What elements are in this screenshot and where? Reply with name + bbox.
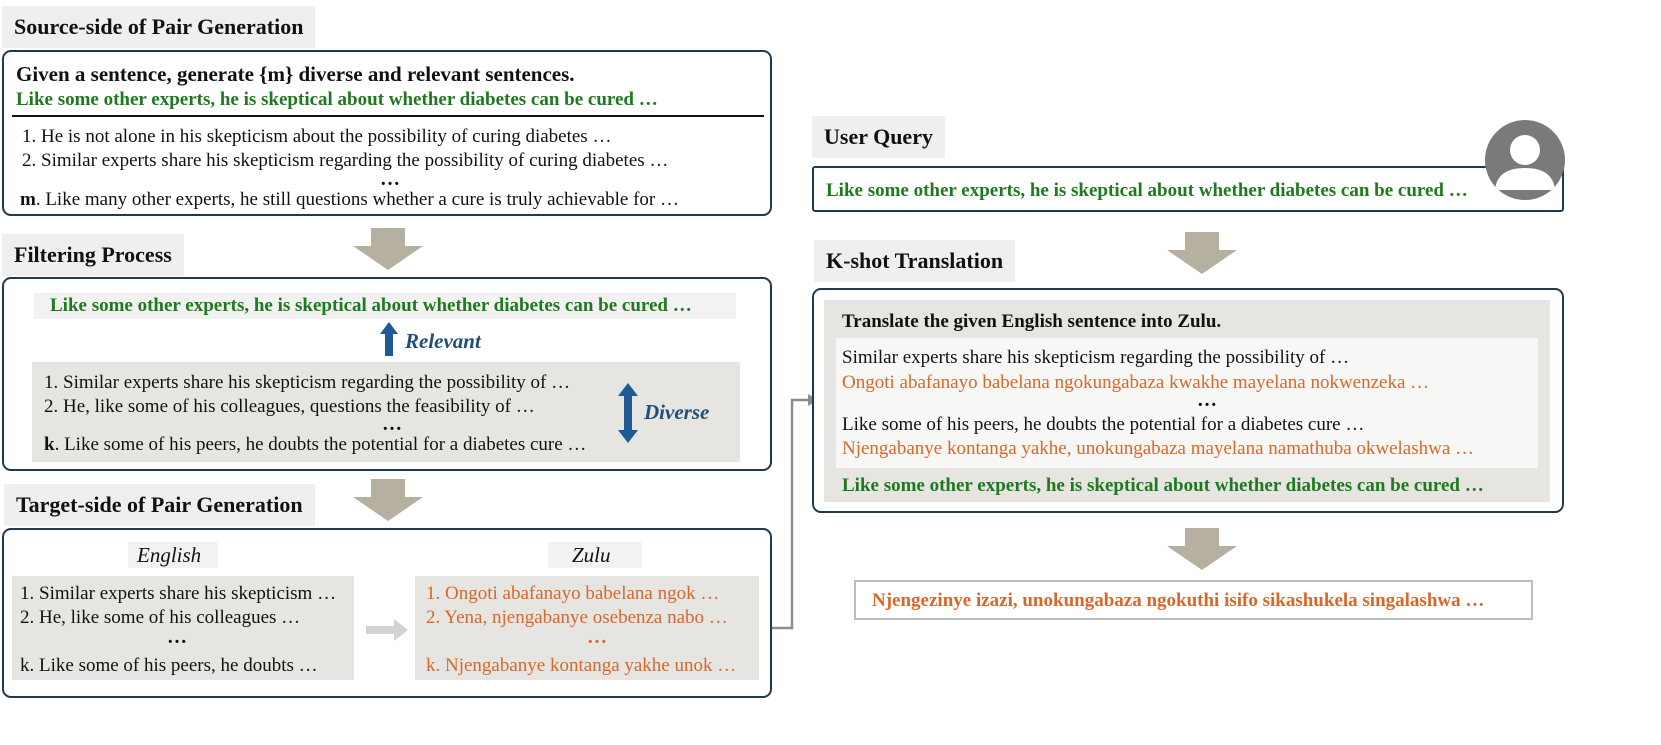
generated-sentence-1: 1. He is not alone in his skepticism abo… (22, 126, 612, 147)
filter-query-sentence: Like some other experts, he is skeptical… (50, 295, 692, 316)
translate-arrow-icon (366, 619, 408, 641)
user-avatar-icon (1485, 120, 1565, 200)
diverse-double-arrow-icon (618, 383, 638, 443)
user-query-box: Like some other experts, he is skeptical… (812, 166, 1564, 212)
flow-arrow-2 (353, 479, 423, 521)
english-sentence-1: 1. Similar experts share his skepticism … (20, 583, 337, 604)
english-label: English (137, 543, 202, 567)
english-label-bg (128, 542, 218, 568)
relevant-label: Relevant (405, 329, 481, 353)
zulu-panel (415, 576, 759, 680)
zulu-sentence-2: 2. Yena, njengabanye osebenza nabo … (426, 607, 728, 628)
example-2-zulu: Njengabanye kontanga yakhe, unokungabaza… (842, 438, 1475, 459)
generation-instruction: Given a sentence, generate {m} diverse a… (16, 62, 575, 86)
kshot-header: K-shot Translation (814, 240, 1016, 282)
target-side-box: English Zulu 1. Similar experts share hi… (2, 528, 772, 698)
candidates-panel (32, 362, 740, 462)
english-panel (12, 576, 354, 680)
generated-ellipsis: … (380, 168, 400, 190)
source-input-sentence: Like some other experts, he is skeptical… (16, 89, 658, 110)
target-side-header: Target-side of Pair Generation (4, 484, 315, 526)
english-sentence-k: k. Like some of his peers, he doubts … (20, 655, 318, 676)
example-1-zulu: Ongoti abafanayo babelana ngokungabaza k… (842, 372, 1430, 393)
kshot-query-sentence: Like some other experts, he is skeptical… (842, 475, 1484, 496)
filtering-box: Like some other experts, he is skeptical… (2, 277, 772, 471)
candidate-2: 2. He, like some of his colleagues, ques… (44, 396, 535, 417)
examples-panel (836, 338, 1538, 468)
candidate-k: k. Like some of his peers, he doubts the… (44, 433, 586, 457)
flow-arrow-1 (353, 228, 423, 270)
filter-query-bar (34, 293, 736, 319)
english-sentence-2: 2. He, like some of his colleagues … (20, 607, 301, 628)
instruction-divider (12, 115, 764, 117)
zulu-label-bg (548, 542, 642, 568)
user-query-header: User Query (812, 116, 945, 158)
candidate-1: 1. Similar experts share his skepticism … (44, 372, 571, 393)
user-query-sentence: Like some other experts, he is skeptical… (826, 180, 1468, 201)
relevant-up-arrow-icon (380, 322, 398, 356)
output-sentence: Njengezinye izazi, unokungabaza ngokuthi… (872, 590, 1485, 611)
example-2-english: Like some of his peers, he doubts the po… (842, 414, 1365, 435)
flow-arrow-4 (1167, 528, 1237, 570)
source-side-header: Source-side of Pair Generation (2, 6, 316, 48)
source-side-box: Given a sentence, generate {m} diverse a… (2, 50, 772, 216)
zulu-label: Zulu (572, 543, 611, 567)
examples-ellipsis: … (1197, 389, 1217, 411)
translation-instruction: Translate the given English sentence int… (842, 311, 1222, 332)
zulu-sentence-1: 1. Ongoti abafanayo babelana ngok … (426, 583, 720, 604)
candidate-k-text: . Like some of his peers, he doubts the … (54, 434, 587, 455)
kshot-box: Translate the given English sentence int… (812, 288, 1564, 513)
generated-sentence-m: m. Like many other experts, he still que… (20, 188, 679, 212)
zulu-ellipsis: … (587, 626, 607, 648)
diverse-label: Diverse (644, 400, 710, 424)
generated-m-marker: m (20, 189, 36, 210)
generated-sentence-2: 2. Similar experts share his skepticism … (22, 150, 669, 171)
candidate-k-marker: k (44, 434, 55, 455)
generated-m-text: . Like many other experts, he still ques… (35, 189, 679, 210)
english-ellipsis: … (167, 626, 187, 648)
zulu-sentence-k: k. Njengabanye kontanga yakhe unok … (426, 655, 737, 676)
filtering-header: Filtering Process (2, 234, 184, 276)
example-1-english: Similar experts share his skepticism reg… (842, 347, 1350, 368)
output-box: Njengezinye izazi, unokungabaza ngokuthi… (854, 580, 1533, 620)
candidates-ellipsis: … (382, 413, 402, 435)
flow-arrow-3 (1167, 232, 1237, 274)
